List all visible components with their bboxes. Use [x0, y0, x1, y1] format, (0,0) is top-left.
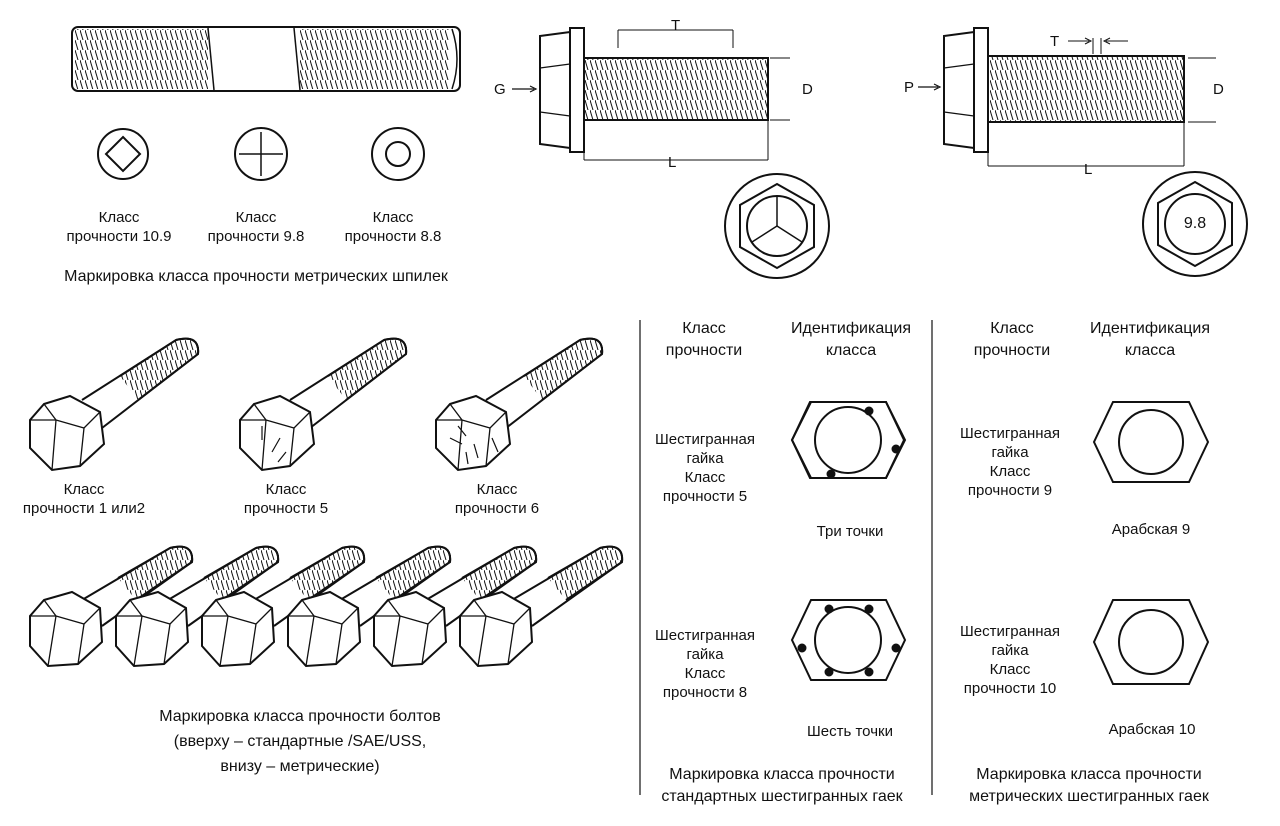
bolt-sae-6-drawing	[435, 337, 604, 472]
bolt1-dim-g: G	[494, 81, 506, 98]
bolt-metric-row-drawing	[29, 545, 624, 668]
bolts-caption: Маркировка класса прочности болтов(вверх…	[159, 708, 441, 775]
bolt1-dim-t: T	[671, 17, 681, 34]
std-nut-5-ident: Три точки	[816, 523, 884, 540]
std-nut-8-ident: Шесть точки	[807, 723, 893, 740]
stud-drawing	[71, 26, 461, 92]
nut-std-5-three-dots-icon	[790, 401, 907, 479]
bolt-sae-5-drawing	[239, 337, 408, 472]
bolt2-dim-l: L	[1084, 161, 1093, 178]
flange-bolt-1-drawing	[512, 27, 790, 161]
nut-metric-9-icon	[1092, 401, 1210, 483]
nut-metric-10-icon	[1092, 599, 1210, 685]
flange-bolt-2-drawing	[918, 27, 1216, 167]
stud-caption: Маркировка класса прочности метрических …	[64, 268, 448, 285]
flange-bolt-2-head-mark-icon	[1142, 171, 1248, 277]
flange-bolt-1-head-mark-icon	[724, 173, 830, 279]
bolt2-dim-d: D	[1213, 81, 1224, 98]
bolt2-head-mark-text: 9.8	[1183, 215, 1207, 232]
bolt2-dim-p: P	[904, 79, 915, 96]
metric-nut-10-ident: Арабская 10	[1108, 721, 1196, 738]
stud-mark-10-9-icon	[97, 128, 149, 180]
bolt-sae-1-drawing	[29, 337, 200, 472]
bolt2-dim-t: T	[1050, 33, 1060, 50]
stud-mark-8-8-icon	[371, 127, 425, 181]
stud-mark-9-8-icon	[234, 127, 288, 181]
bolt1-dim-d: D	[802, 81, 813, 98]
metric-nut-9-ident: Арабская 9	[1111, 521, 1191, 538]
bolt1-dim-l: L	[668, 154, 677, 171]
nut-std-8-six-dots-icon	[790, 599, 907, 681]
